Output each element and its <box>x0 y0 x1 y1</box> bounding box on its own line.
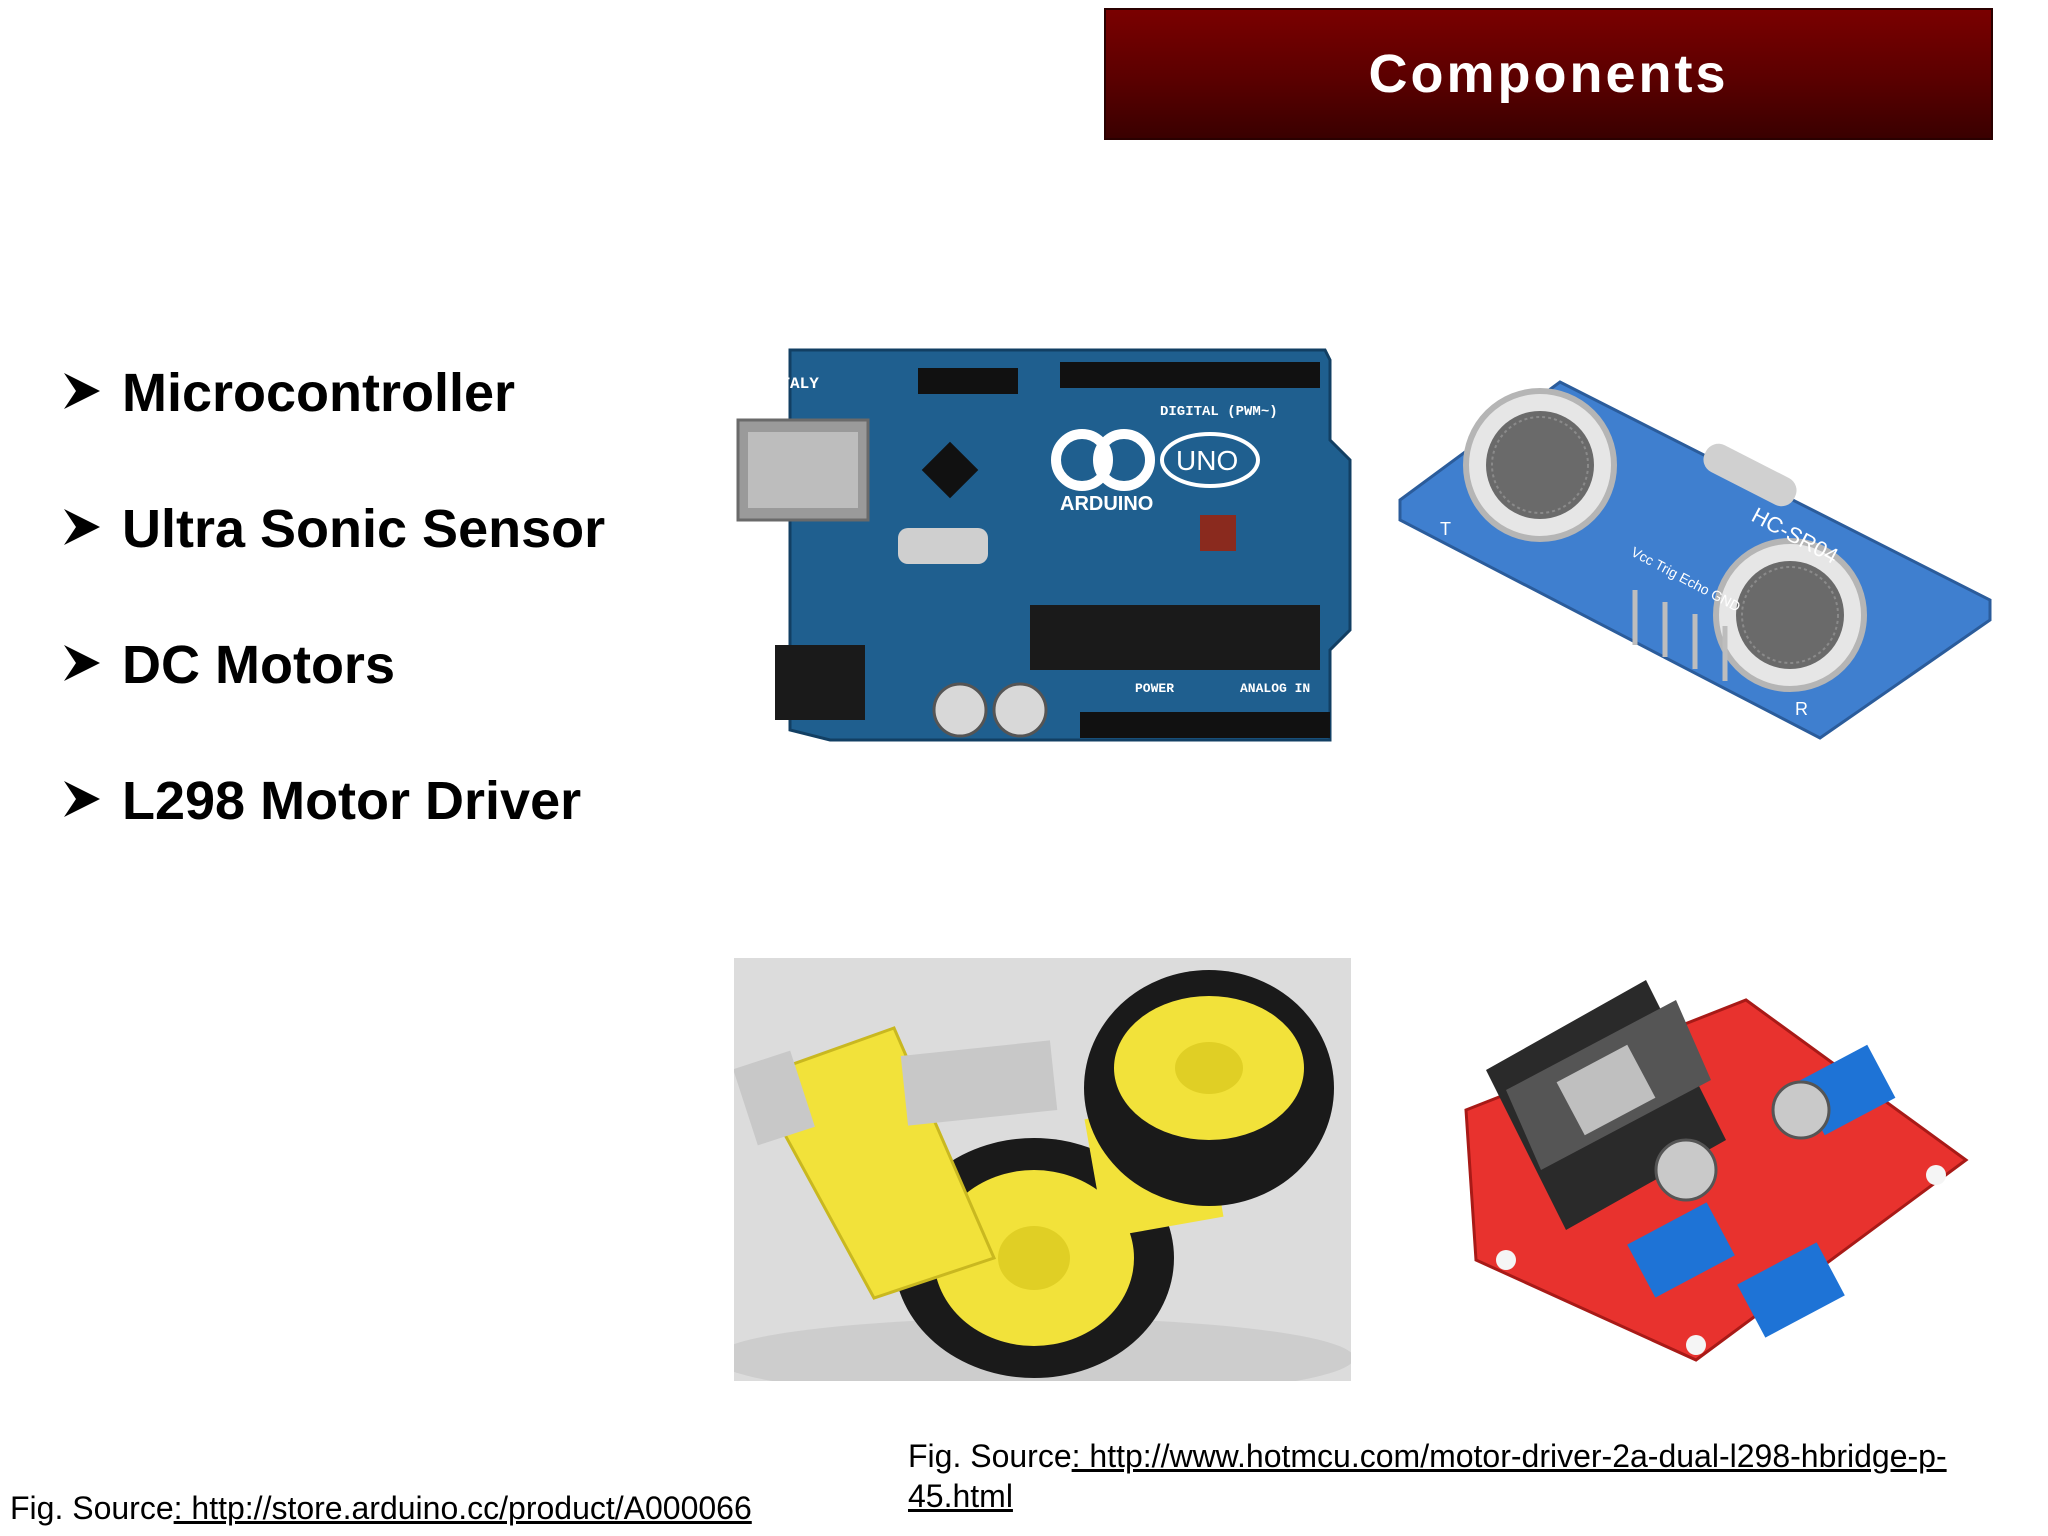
source-link[interactable]: : http://store.arduino.cc/product/A00006… <box>173 1490 752 1526</box>
bullet-list: Microcontroller Ultra Sonic Sensor DC Mo… <box>58 325 698 869</box>
figure-source-caption-right: Fig. Source: http://www.hotmcu.com/motor… <box>908 1436 2028 1516</box>
sensor-r-text: R <box>1795 699 1808 719</box>
title-banner: Components <box>1104 8 1993 140</box>
caption-prefix: Fig. Source <box>10 1490 174 1526</box>
figure-source-caption-left: Fig. Source: http://store.arduino.cc/pro… <box>10 1488 810 1528</box>
dc-motors-image <box>734 958 1351 1381</box>
bullet-item: Ultra Sonic Sensor <box>58 461 698 597</box>
arduino-brand-text: ARDUINO <box>1060 493 1153 515</box>
bullet-label: Microcontroller <box>122 363 516 423</box>
arduino-analog-text: ANALOG IN <box>1240 681 1310 696</box>
sensor-t-text: T <box>1440 519 1451 539</box>
bullet-label: DC Motors <box>122 635 395 695</box>
bullet-label: Ultra Sonic Sensor <box>122 499 606 559</box>
arrowhead-bullet-icon <box>64 509 100 545</box>
slide-title: Components <box>1368 44 1729 104</box>
ultrasonic-sensor-image: HC-SR04 Vcc Trig Echo GND T R <box>1390 370 2000 750</box>
arduino-model-text: UNO <box>1176 445 1238 476</box>
arduino-uno-image: MADE IN ITALY ARDUINO UNO DIGITAL (PWM~)… <box>730 340 1360 760</box>
arduino-power-text: POWER <box>1135 681 1174 696</box>
bullet-item: Microcontroller <box>58 325 698 461</box>
bullet-item: L298 Motor Driver <box>58 733 698 869</box>
arrowhead-bullet-icon <box>64 373 100 409</box>
bullet-label: L298 Motor Driver <box>122 771 582 831</box>
arrowhead-bullet-icon <box>64 645 100 681</box>
bullet-item: DC Motors <box>58 597 698 733</box>
arrowhead-bullet-icon <box>64 781 100 817</box>
arduino-made-text: MADE <box>742 357 780 375</box>
caption-prefix: Fig. Source <box>908 1438 1072 1474</box>
l298-driver-image <box>1446 960 1986 1380</box>
arduino-italy-text: IN ITALY <box>742 375 819 393</box>
arduino-digital-text: DIGITAL (PWM~) <box>1160 404 1278 420</box>
source-link[interactable]: : http://www.hotmcu.com/motor-driver-2a-… <box>908 1438 1947 1514</box>
